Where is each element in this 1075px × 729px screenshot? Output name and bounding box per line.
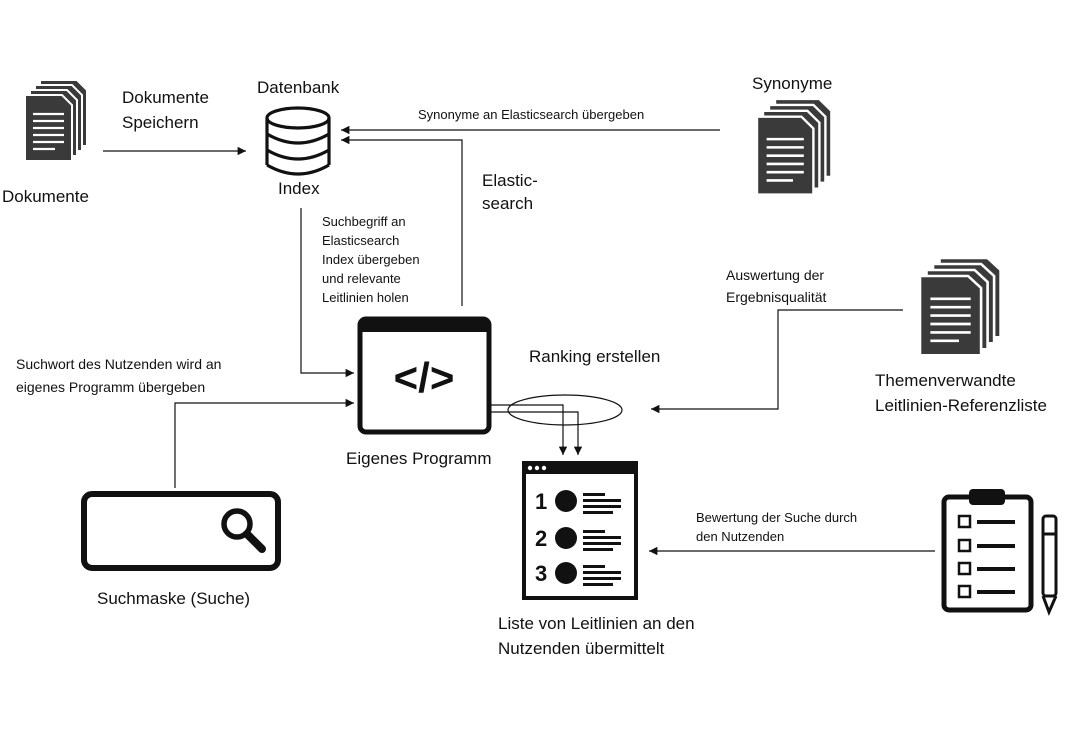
edge-label-synonyme: Synonyme an Elasticsearch übergeben (418, 107, 645, 122)
edge-label-suchwort-2: eigenes Programm übergeben (16, 379, 206, 395)
label-eigenes-programm: Eigenes Programm (346, 449, 492, 468)
arrow-programm-to-liste-a (489, 404, 568, 455)
label-dokumente-speichern-2: Speichern (122, 113, 199, 132)
clipboard-checklist-icon (941, 489, 1058, 616)
list-number-1: 1 (535, 489, 547, 514)
edge-label-bewertung-2: den Nutzenden (696, 529, 785, 544)
edge-label-suchbegriff-5: Leitlinien holen (322, 290, 409, 305)
ranking-ellipse (507, 394, 623, 426)
label-themenverwandte-1: Themenverwandte (875, 371, 1016, 390)
edge-label-suchbegriff-2: Elasticsearch (322, 233, 400, 248)
code-window-icon: </> (357, 316, 492, 435)
edge-label-bewertung-1: Bewertung der Suche durch (696, 510, 858, 525)
document-stack-icon (23, 78, 89, 163)
label-liste-1: Liste von Leitlinien an den (498, 614, 695, 633)
edge-label-suchbegriff-1: Suchbegriff an (322, 214, 406, 229)
label-dokumente: Dokumente (2, 187, 89, 206)
label-ranking: Ranking erstellen (529, 347, 661, 366)
arrow-referenzliste-to-ranking (651, 309, 903, 414)
magnifier-icon (221, 508, 266, 553)
label-suchmaske: Suchmaske (Suche) (97, 589, 251, 608)
document-stack-icon (755, 97, 833, 196)
edge-label-auswertung-1: Auswertung der (726, 267, 825, 283)
arrow-datenbank-to-programm (300, 208, 354, 378)
list-number-2: 2 (535, 526, 547, 551)
search-box-icon (81, 491, 281, 571)
code-symbol: </> (394, 354, 455, 401)
arrow-programm-to-liste-b (489, 411, 583, 455)
label-liste-2: Nutzenden übermittelt (498, 639, 665, 658)
edge-label-suchwort-1: Suchwort des Nutzenden wird an (16, 356, 222, 372)
edge-label-suchbegriff-3: Index übergeben (322, 252, 420, 267)
ranked-list-icon: 1 2 3 (522, 461, 638, 600)
label-elastic-1: Elastic- (482, 171, 538, 190)
label-index: Index (278, 179, 320, 198)
label-datenbank: Datenbank (257, 78, 340, 97)
pen-icon (1041, 514, 1058, 616)
edge-label-suchbegriff-4: und relevante (322, 271, 401, 286)
label-dokumente-speichern-1: Dokumente (122, 88, 209, 107)
document-stack-icon (918, 256, 1003, 357)
edge-label-auswertung-2: Ergebnisqualität (726, 289, 827, 305)
database-icon (265, 106, 331, 176)
arrow-programm-to-datenbank (341, 135, 463, 306)
arrow-suchmaske-to-programm (174, 398, 354, 488)
label-elastic-2: search (482, 194, 534, 213)
label-synonyme: Synonyme (752, 74, 833, 93)
label-themenverwandte-2: Leitlinien-Referenzliste (875, 396, 1047, 415)
list-number-3: 3 (535, 561, 547, 586)
